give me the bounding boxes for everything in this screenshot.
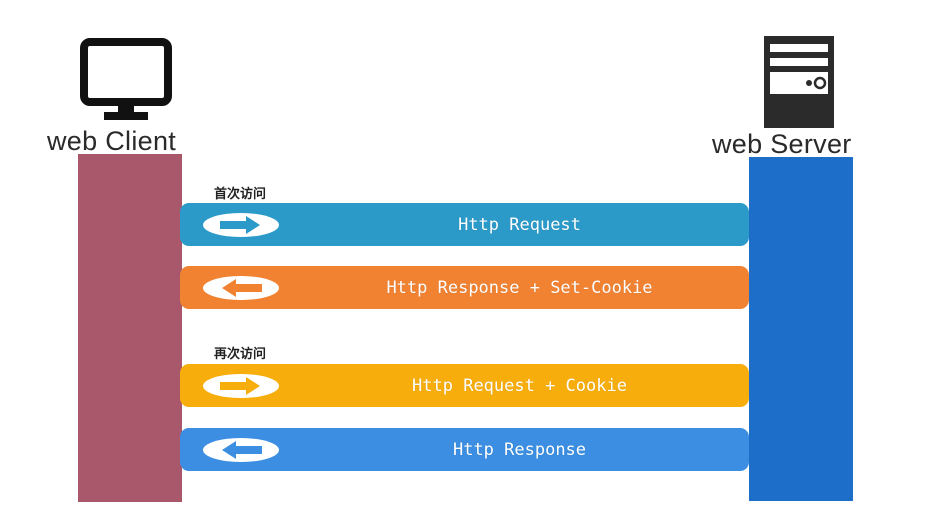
message-http-request: Http Request (180, 203, 749, 246)
arrow-left-icon (203, 438, 279, 462)
server-icon (764, 36, 834, 128)
message-text: Http Request + Cookie (412, 375, 627, 396)
monitor-icon (80, 38, 172, 120)
section-label-second-visit: 再次访问 (214, 347, 267, 362)
message-http-response-set-cookie: Http Response + Set-Cookie (180, 266, 749, 309)
arrow-right-icon (203, 374, 279, 398)
client-label: web Client (47, 126, 177, 156)
section-label-first-visit: 首次访问 (214, 187, 267, 202)
message-http-response: Http Response (180, 428, 749, 471)
client-lifeline (78, 154, 182, 502)
message-http-request-cookie: Http Request + Cookie (180, 364, 749, 407)
server-lifeline (749, 157, 853, 501)
arrow-left-icon (203, 276, 279, 300)
server-label: web Server (712, 129, 852, 159)
message-text: Http Request (458, 214, 581, 235)
arrow-right-icon (203, 213, 279, 237)
message-text: Http Response (452, 439, 587, 460)
message-text: Http Response + Set-Cookie (386, 277, 653, 298)
